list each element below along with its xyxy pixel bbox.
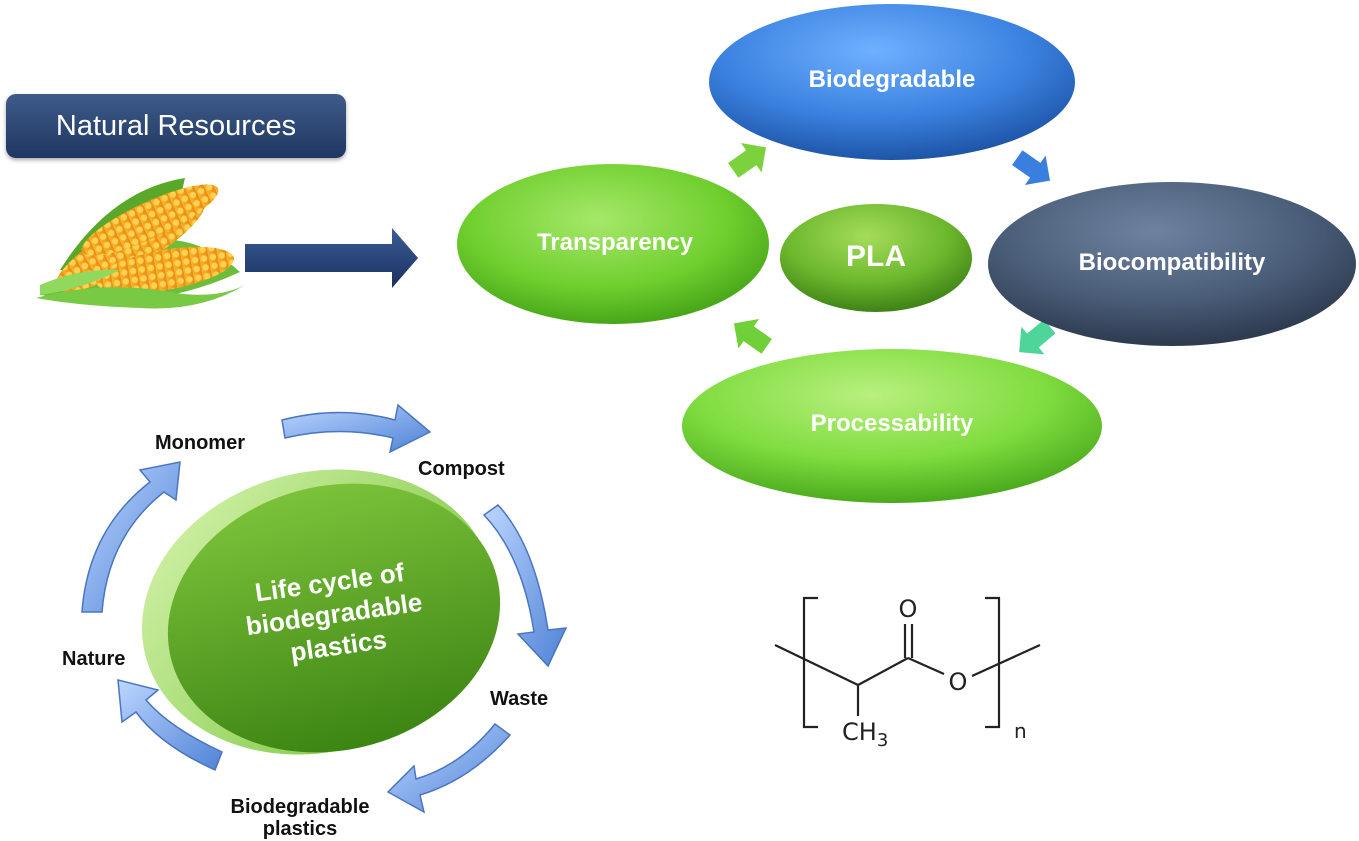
arrow-nature-to-monomer (81, 461, 181, 613)
transparency-ellipse (457, 164, 769, 324)
methyl-group: CH3 (842, 718, 888, 751)
pla-ellipse (780, 204, 972, 312)
pla-structure (774, 596, 1041, 729)
stage-biodegradable-plastics: Biodegradable plastics (230, 796, 370, 840)
stage-waste: Waste (490, 688, 549, 710)
processability-label: Processability (810, 410, 974, 437)
stage-monomer: Monomer (155, 432, 245, 454)
arrow-monomer-to-compost (281, 403, 432, 454)
ester-oxygen: O (949, 668, 968, 696)
carbonyl-oxygen: O (899, 595, 918, 623)
right-bracket (985, 596, 1001, 729)
natural-resources-label: Natural Resources (6, 94, 346, 158)
life-cycle-arrows (81, 403, 568, 814)
pla-label: PLA (846, 240, 906, 273)
arrow-to-transparency (733, 318, 772, 354)
biodegradable-label: Biodegradable (808, 66, 976, 93)
resource-arrow (245, 228, 418, 288)
arrow-plastics-to-nature (117, 679, 223, 772)
biocompatibility-ellipse (988, 182, 1356, 346)
stage-compost: Compost (418, 458, 505, 480)
arrow-to-biocompatibility (1012, 150, 1051, 186)
biodegradable-ellipse (709, 4, 1075, 160)
processability-ellipse (682, 349, 1102, 503)
transparency-label: Transparency (536, 229, 694, 256)
life-cycle-disk (141, 469, 501, 755)
corn-icon (36, 178, 245, 309)
arrow-waste-to-plastics (386, 722, 512, 814)
arrow-to-biodegradable (728, 142, 767, 178)
arrow-compost-to-waste (482, 504, 568, 668)
property-cycle-arrows (728, 142, 1056, 355)
biocompatibility-label: Biocompatibility (1078, 249, 1266, 276)
arrow-to-processability (1019, 319, 1056, 355)
repeat-unit-subscript: n (1014, 719, 1027, 743)
left-bracket (802, 596, 818, 729)
stage-nature: Nature (62, 648, 126, 670)
